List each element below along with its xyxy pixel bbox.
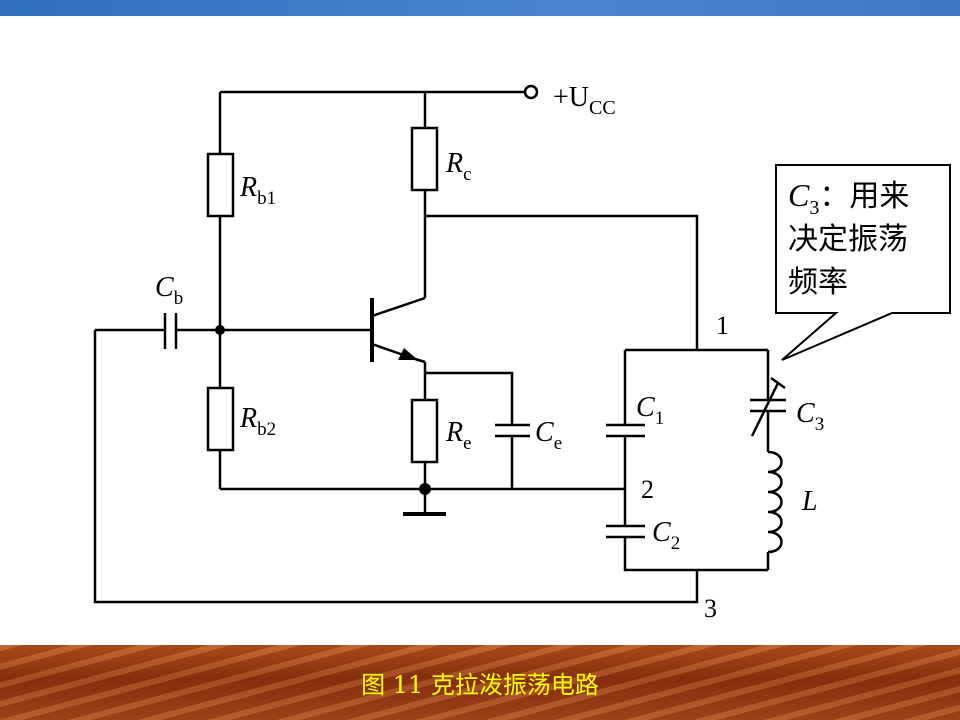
tank-circuit	[606, 348, 786, 572]
inductor-l	[767, 450, 783, 554]
callout-c3-note: C3：用来 决定振荡 频率	[775, 164, 951, 361]
transistor-npn	[370, 296, 426, 364]
node-2-label: 2	[641, 475, 654, 504]
supply-label: +UCC	[553, 82, 616, 119]
rb2-label: Rb2	[239, 403, 276, 440]
callout-line-2: 决定振荡	[788, 223, 908, 256]
re-label: Re	[445, 417, 472, 454]
ce-label: Ce	[535, 417, 562, 454]
ground-rail	[220, 483, 625, 495]
callout-line-3: 频率	[788, 266, 848, 299]
resistor-re	[410, 398, 439, 464]
l-label: L	[801, 486, 818, 517]
footer-band: 图 11 克拉泼振荡电路	[0, 645, 960, 720]
c3-label: C3	[796, 398, 824, 435]
c2-label: C2	[652, 517, 680, 554]
supply-rail	[220, 84, 539, 100]
coupling-capacitor-cb	[95, 313, 372, 349]
bias-chain	[206, 92, 235, 489]
callout-line-1: C3：用来	[788, 177, 909, 219]
collector-branch	[410, 92, 699, 350]
ground-junction-dot	[419, 483, 431, 495]
cb-label: Cb	[155, 272, 183, 309]
node-3-label: 3	[704, 594, 717, 623]
figure-caption: 图 11 克拉泼振荡电路	[361, 671, 599, 699]
resistor-rc	[410, 126, 439, 192]
top-accent-bar	[0, 0, 960, 16]
emitter-branch	[403, 362, 530, 516]
resistor-rb1	[206, 152, 235, 218]
c1-label: C1	[636, 392, 664, 429]
feedback-wire	[93, 330, 699, 604]
rb1-label: Rb1	[239, 172, 276, 209]
node-1-label: 1	[716, 311, 729, 340]
rc-label: Rc	[445, 148, 472, 185]
resistor-rb2	[206, 386, 235, 452]
